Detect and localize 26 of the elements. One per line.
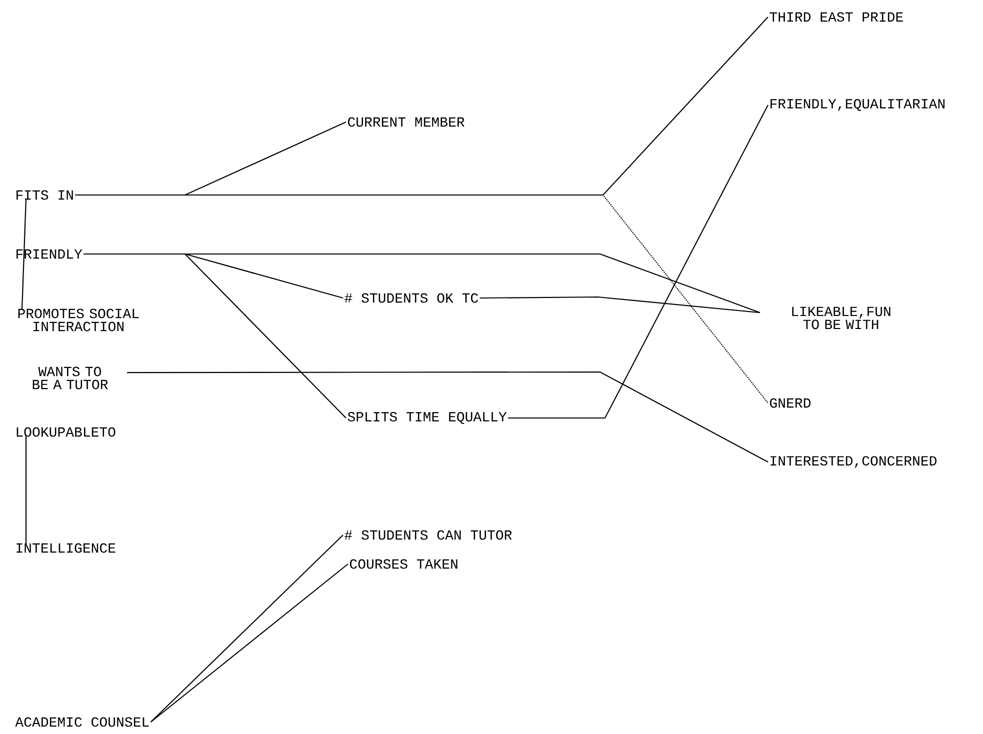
node-label: # STUDENTS CAN TUTOR bbox=[344, 530, 512, 540]
node-label: FITS IN bbox=[16, 190, 73, 200]
node-label: ACADEMIC COUNSEL bbox=[15, 717, 149, 727]
node-label: LOOKUPABLETO bbox=[16, 427, 116, 437]
node-label: # STUDENTS OK TC bbox=[344, 293, 478, 303]
connector-line bbox=[508, 104, 768, 419]
node-label: THIRD EAST PRIDE bbox=[770, 12, 903, 22]
node-label: COURSES TAKEN bbox=[350, 559, 458, 569]
connector-line bbox=[150, 534, 344, 722]
connector-line bbox=[480, 296, 760, 314]
node-label: PROMOTES SOCIAL INTERACTION bbox=[18, 308, 139, 332]
node-label: SPLITS TIME EQUALLY bbox=[348, 412, 507, 424]
node-label: LIKEABLE,FUN TO BE WITH bbox=[792, 306, 890, 330]
connector-line bbox=[84, 253, 760, 314]
connector-line bbox=[25, 436, 27, 544]
node-label: GNERD bbox=[770, 398, 810, 408]
connector-line bbox=[75, 16, 768, 196]
node-label: WANTS TO BE A TUTOR bbox=[32, 366, 108, 390]
connector-line bbox=[21, 198, 27, 310]
node-label: CURRENT MEMBER bbox=[348, 117, 464, 127]
connector-line bbox=[150, 564, 348, 722]
connector-line bbox=[75, 194, 768, 404]
connector-line bbox=[127, 371, 768, 462]
node-label: FRIENDLY,EQUALITARIAN bbox=[770, 99, 944, 112]
node-label: INTERESTED,CONCERNED bbox=[770, 456, 936, 468]
node-label: INTELLIGENCE bbox=[16, 543, 116, 553]
